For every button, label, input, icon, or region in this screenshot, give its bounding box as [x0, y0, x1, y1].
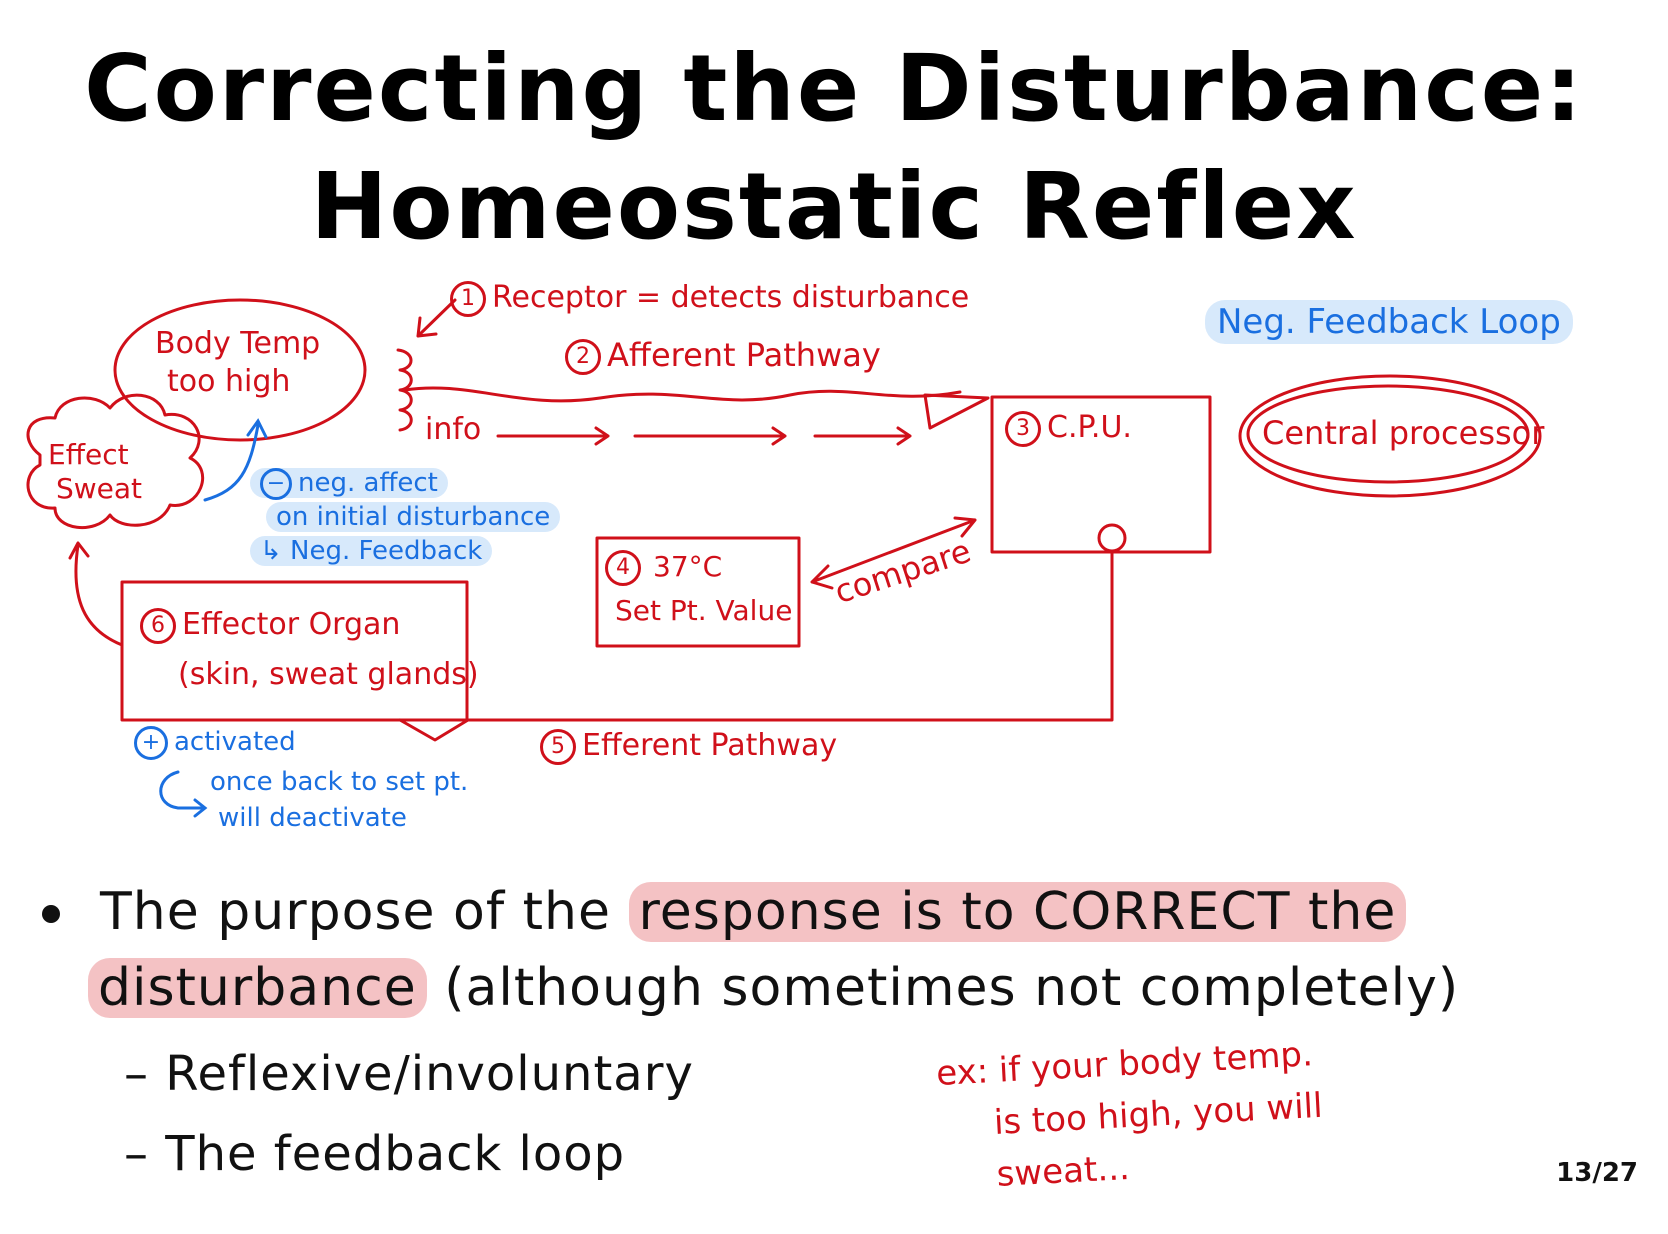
set-point-value: 37°C [653, 550, 723, 583]
stimulus-line-2: too high [167, 364, 291, 399]
page-number: 13/27 [1556, 1158, 1638, 1188]
set-point-number: 4 [605, 550, 641, 586]
slide-title: Correcting the Disturbance: Homeostatic … [0, 30, 1668, 266]
main-bullet-highlight-2: disturbance [88, 958, 427, 1018]
main-bullet-highlight-1: response is to CORRECT the [628, 882, 1407, 942]
set-point-box [595, 536, 801, 648]
info-arrow-1 [496, 426, 610, 446]
effector-box [120, 580, 469, 722]
info-arrow-2 [633, 426, 787, 446]
main-bullet-plain-1: The purpose of the [100, 882, 629, 942]
pos-note-line-2: once back to set pt. [210, 767, 469, 797]
deactivate-arrow [159, 770, 208, 818]
stimulus-ellipse [113, 298, 367, 442]
pos-note-line-3: will deactivate [218, 803, 407, 833]
neg-feedback-loop-label: Neg. Feedback Loop [1205, 300, 1573, 344]
afferent-text: Afferent Pathway [607, 336, 881, 374]
neg-sign: − [260, 467, 292, 500]
central-processor-ellipse-inner [1246, 384, 1530, 484]
neg-note-line-2: on initial disturbance [266, 502, 561, 532]
sub-bullet-2: – The feedback loop [124, 1126, 626, 1182]
effector-detail: (skin, sweat glands) [178, 657, 479, 692]
central-processor-ellipse-outer [1238, 374, 1542, 498]
central-processor-label: Central processor [1262, 414, 1545, 452]
pos-note: +activated once back to set pt. will dea… [134, 724, 468, 836]
afferent-arrowhead [923, 393, 990, 430]
receptor-coil [396, 348, 413, 432]
neg-note-line-3: ↳ Neg. Feedback [250, 536, 493, 566]
effect-label: Effect Sweat [48, 438, 142, 506]
effect-to-stimulus-arrow [203, 418, 268, 502]
effector-to-effect-arrow [68, 541, 124, 647]
afferent-wave [403, 386, 962, 403]
neg-note-line-1: neg. affect [298, 468, 438, 498]
info-label: info [425, 412, 482, 447]
effect-line-2: Sweat [56, 472, 143, 505]
pos-note-line-1: activated [174, 727, 296, 757]
example-note: ex: if your body temp. is too high, you … [935, 1028, 1327, 1204]
cpu-box [990, 395, 1212, 554]
receptor-text: Receptor = detects disturbance [492, 280, 970, 315]
effector-text: Effector Organ [182, 607, 401, 642]
neg-note: −neg. affect on initial disturbance ↳ Ne… [250, 466, 561, 568]
title-line-1: Correcting the Disturbance: [84, 35, 1584, 142]
pos-sign: + [134, 725, 168, 760]
set-point-label: 4 37°C Set Pt. Value [605, 545, 792, 633]
efferent-line [463, 549, 1114, 722]
effector-number: 6 [140, 607, 176, 644]
receptor-number: 1 [450, 280, 486, 317]
bullet-dot [42, 905, 60, 923]
cpu-output-node [1097, 523, 1127, 553]
afferent-number: 2 [565, 339, 601, 375]
set-point-text: Set Pt. Value [615, 594, 793, 627]
effect-cloud [26, 393, 205, 530]
stimulus-label: Body Temp too high [155, 325, 320, 401]
info-arrow-3 [813, 426, 912, 446]
compare-arrow [810, 516, 977, 590]
stimulus-line-1: Body Temp [155, 326, 321, 361]
effect-line-1: Effect [48, 438, 129, 471]
sub-bullet-1: – Reflexive/involuntary [124, 1046, 694, 1102]
main-bullet-plain-2: (although sometimes not completely) [426, 958, 1460, 1018]
efferent-number: 5 [540, 728, 576, 765]
receptor-pointer-arrow [416, 298, 457, 338]
title-line-2: Homeostatic Reflex [310, 153, 1358, 260]
efferent-arrowhead [398, 718, 470, 742]
main-bullet-line-1: The purpose of the response is to CORREC… [100, 882, 1407, 942]
main-bullet-line-2: disturbance (although sometimes not comp… [88, 958, 1459, 1018]
efferent-text: Efferent Pathway [582, 728, 838, 763]
cpu-text: C.P.U. [1047, 410, 1132, 445]
cpu-number: 3 [1005, 410, 1041, 447]
